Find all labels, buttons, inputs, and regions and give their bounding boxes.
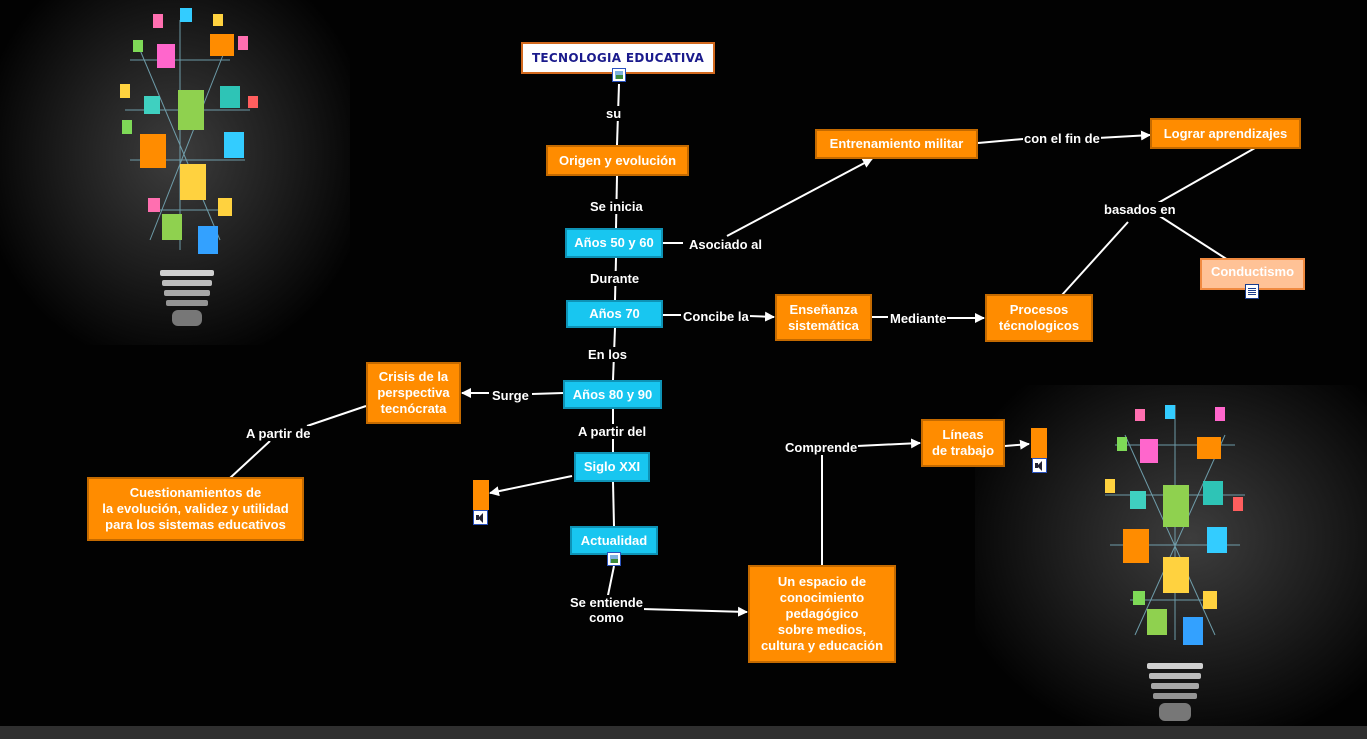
- node-ensenanza-sistematica[interactable]: Enseñanza sistemática: [775, 294, 872, 341]
- link-se-entiende-como[interactable]: Se entiende como: [569, 595, 644, 625]
- sound-node-left[interactable]: [473, 480, 489, 510]
- node-espacio-conocimiento[interactable]: Un espacio de conocimiento pedagógico so…: [748, 565, 896, 663]
- footer-bar: [0, 726, 1367, 739]
- node-siglo-xxi[interactable]: Siglo XXI: [574, 452, 650, 482]
- node-crisis-perspectiva[interactable]: Crisis de la perspectiva tecnócrata: [366, 362, 461, 424]
- image-icon[interactable]: [612, 68, 626, 82]
- link-concibe-la[interactable]: Concibe la: [682, 309, 750, 324]
- link-comprende[interactable]: Comprende: [784, 440, 859, 455]
- sound-icon[interactable]: [473, 510, 488, 525]
- link-asociado-al[interactable]: Asociado al: [688, 237, 763, 252]
- link-a-partir-de[interactable]: A partir de: [245, 426, 312, 441]
- node-entrenamiento-militar[interactable]: Entrenamiento militar: [815, 129, 978, 159]
- node-lineas-de-trabajo[interactable]: Líneas de trabajo: [921, 419, 1005, 467]
- node-procesos-tecnologicos[interactable]: Procesos técnologicos: [985, 294, 1093, 342]
- image-icon[interactable]: [607, 552, 621, 566]
- node-origen[interactable]: Origen y evolución: [546, 145, 689, 176]
- link-con-el-fin-de[interactable]: con el fin de: [1023, 131, 1101, 146]
- link-se-inicia[interactable]: Se inicia: [589, 199, 644, 214]
- node-lograr-aprendizajes[interactable]: Lograr aprendizajes: [1150, 118, 1301, 149]
- node-anos-80-90[interactable]: Años 80 y 90: [563, 380, 662, 409]
- sound-node-right[interactable]: [1031, 428, 1047, 458]
- sound-icon[interactable]: [1032, 458, 1047, 473]
- link-su[interactable]: su: [605, 106, 623, 121]
- document-icon[interactable]: [1245, 284, 1259, 299]
- node-actualidad[interactable]: Actualidad: [570, 526, 658, 555]
- link-mediante[interactable]: Mediante: [889, 311, 948, 326]
- link-basados-en[interactable]: basados en: [1103, 202, 1177, 217]
- link-en-los[interactable]: En los: [587, 347, 629, 362]
- lightbulb-left-icon: [0, 0, 350, 345]
- link-a-partir-del[interactable]: A partir del: [577, 424, 648, 439]
- node-cuestionamientos[interactable]: Cuestionamientos de la evolución, valide…: [87, 477, 304, 541]
- node-anos-50-60[interactable]: Años 50 y 60: [565, 228, 663, 258]
- link-durante[interactable]: Durante: [589, 271, 641, 286]
- link-surge[interactable]: Surge: [491, 388, 530, 403]
- node-anos-70[interactable]: Años 70: [566, 300, 663, 328]
